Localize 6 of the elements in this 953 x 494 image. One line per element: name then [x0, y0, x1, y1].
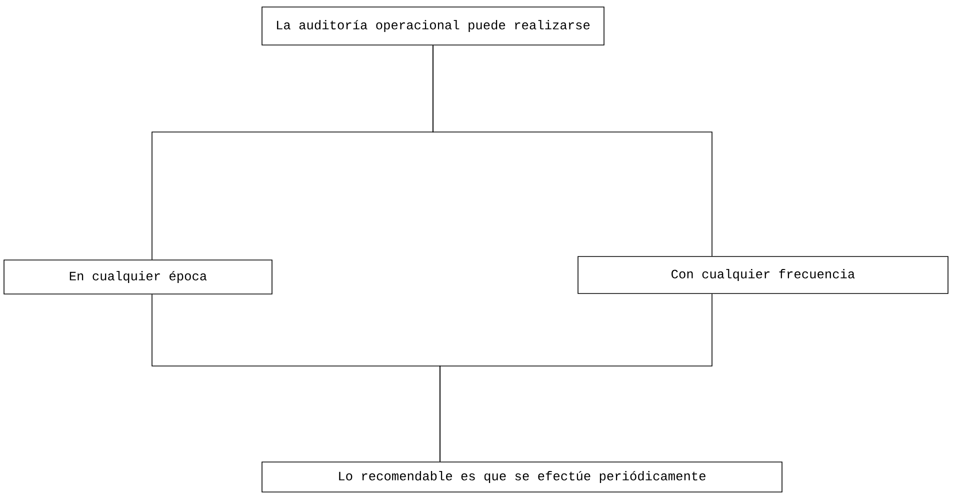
text-box: En cualquier época	[4, 260, 272, 294]
text-box: Con cualquier frecuencia	[578, 256, 948, 294]
text-box: Lo recomendable es que se efectúe periódicamente	[262, 462, 782, 492]
connector-line	[432, 45, 712, 256]
text-box: La auditoría operacional puede realizarse	[262, 6, 604, 46]
connector-line	[440, 294, 712, 462]
